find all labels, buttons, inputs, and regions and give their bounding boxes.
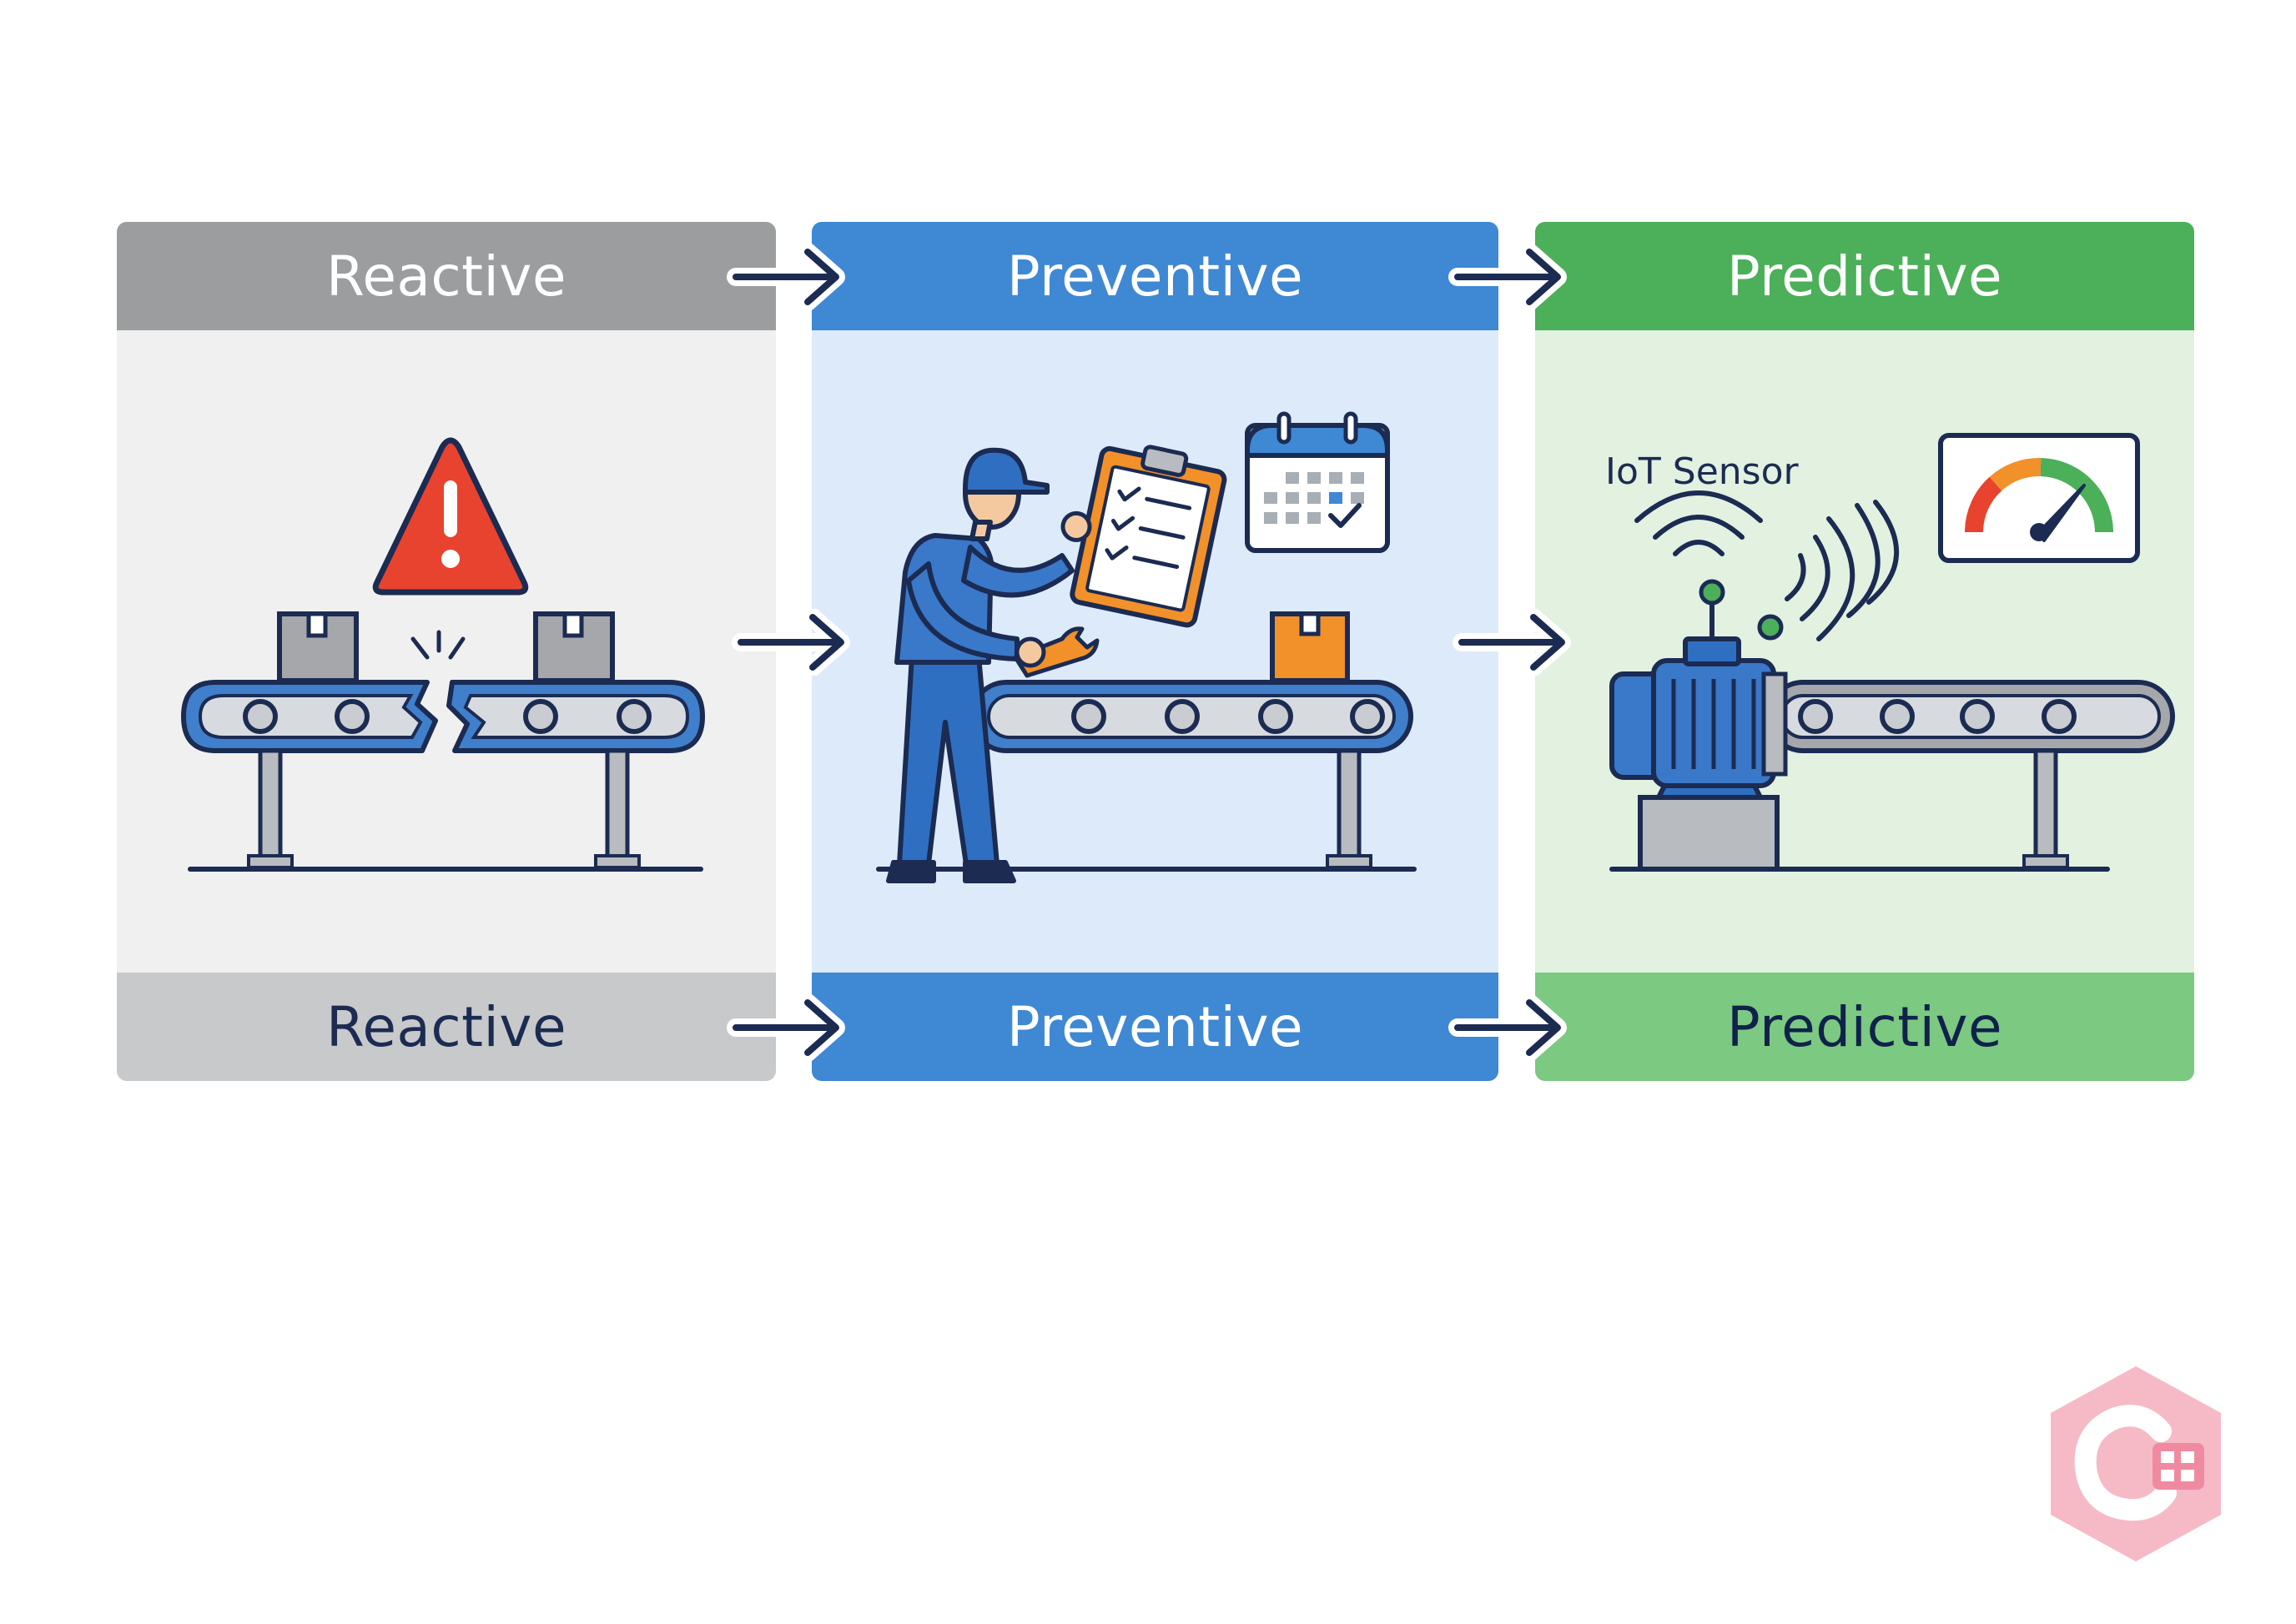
stage-footer: Preventive — [812, 973, 1498, 1081]
stage-reactive: Reactive Reactive — [117, 222, 776, 1081]
arrow-right-icon — [1448, 994, 1567, 1061]
stage-title: Predictive — [1535, 222, 2194, 330]
signal-waves — [1785, 500, 1900, 641]
clipboard-icon — [1060, 445, 1227, 628]
arrow-right-icon — [1453, 609, 1571, 676]
warning-icon — [372, 437, 529, 596]
reactive-illustration — [181, 437, 705, 872]
motor — [1609, 597, 1788, 788]
predictive-illustration — [1609, 433, 2175, 872]
sensor-label: IoT Sensor — [1605, 450, 1799, 493]
calendar-icon — [1245, 411, 1390, 553]
conveyor-stand — [188, 748, 703, 872]
gauge-icon — [1938, 433, 2140, 563]
box-icon — [1270, 611, 1350, 683]
stage-footer: Predictive — [1535, 973, 2194, 1081]
broken-conveyor — [181, 680, 705, 753]
conveyor — [1609, 680, 2175, 872]
worker — [886, 447, 1075, 883]
arrow-right-icon — [732, 609, 850, 676]
sensor-node-icon — [1757, 614, 1784, 641]
motor-base — [1638, 795, 1780, 872]
wrench-icon — [1013, 626, 1100, 678]
arrow-right-icon — [727, 244, 845, 310]
crack-spark-icon — [410, 630, 466, 660]
stage-title: Preventive — [812, 222, 1498, 330]
arrow-right-icon — [1448, 244, 1567, 310]
box-icon — [533, 611, 615, 683]
signal-waves — [1634, 490, 1763, 556]
stage-preventive: Preventive Preventive — [812, 222, 1498, 1081]
watermark-logo-icon — [2051, 1366, 2221, 1561]
preventive-illustration — [876, 411, 1417, 883]
iot-sensor-icon — [1699, 579, 1725, 606]
stage-footer: Reactive — [117, 973, 776, 1081]
conveyor — [876, 680, 1417, 872]
stage-title: Reactive — [117, 222, 776, 330]
box-icon — [277, 611, 359, 683]
stage-predictive: Predictive Predictive IoT Sensor — [1535, 222, 2194, 1081]
arrow-right-icon — [727, 994, 845, 1061]
